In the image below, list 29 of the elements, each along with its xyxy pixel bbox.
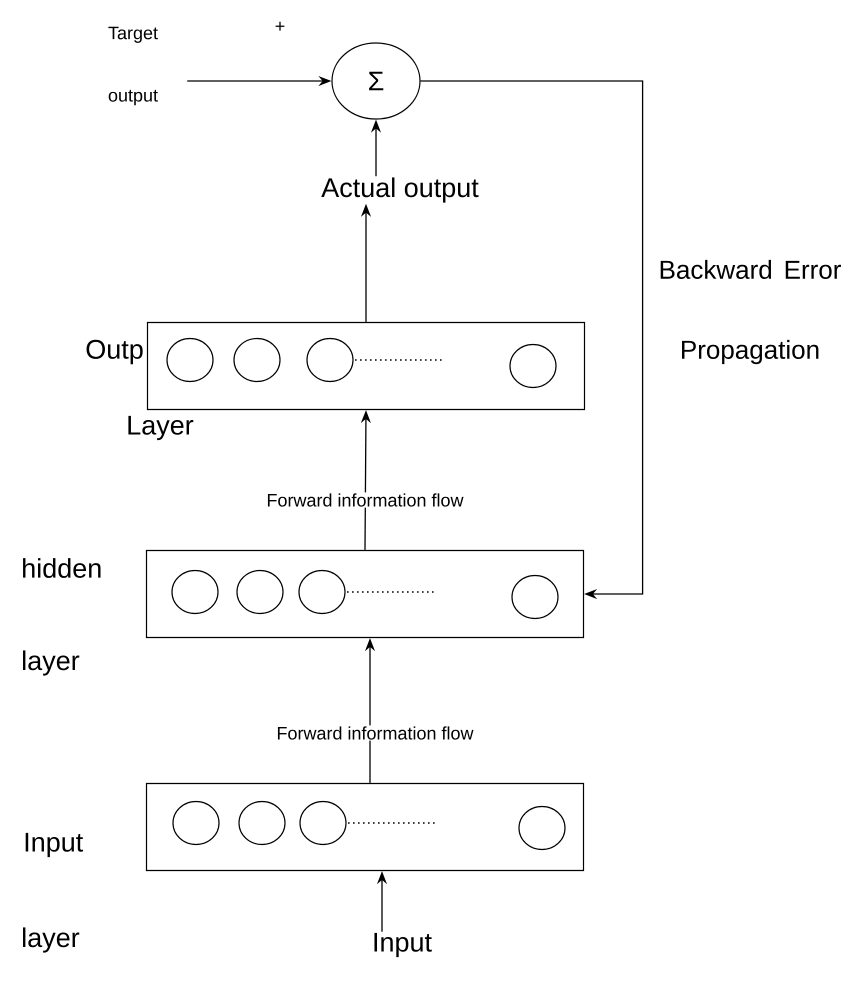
neuron-circle [236, 570, 284, 614]
neuron-circle [298, 570, 346, 614]
layer-box [146, 782, 584, 872]
neuron-circle [306, 338, 354, 382]
neuron-circle [238, 800, 286, 846]
neuron-circle [511, 574, 559, 620]
neuron-circle [299, 800, 347, 846]
layer-box [146, 322, 586, 410]
neuron-circle [233, 338, 281, 382]
neuron-circle [509, 344, 557, 388]
layer-label: layer [23, 927, 80, 953]
neuron-circle [171, 570, 219, 614]
edge-label: Forward information flow [275, 725, 475, 741]
edge-label: Backward Error Propagation [660, 260, 841, 364]
neuron-circle [172, 800, 220, 846]
edge-label: Forward information flow [265, 492, 465, 508]
layer-label: Outp [86, 340, 143, 364]
sign-label: + [276, 22, 284, 31]
text-label: Actual output [321, 177, 479, 203]
layer-label: hidden [23, 558, 100, 578]
layer-box [146, 550, 584, 638]
layer-label: layer [23, 650, 80, 676]
arrow [420, 80, 644, 600]
neuron-circle [166, 338, 214, 382]
neuron-circle [518, 806, 566, 850]
layer-label: Layer [128, 416, 194, 440]
text-label: Target output [108, 26, 158, 106]
text-label: Input [374, 932, 432, 958]
layer-label: Input [26, 832, 84, 858]
